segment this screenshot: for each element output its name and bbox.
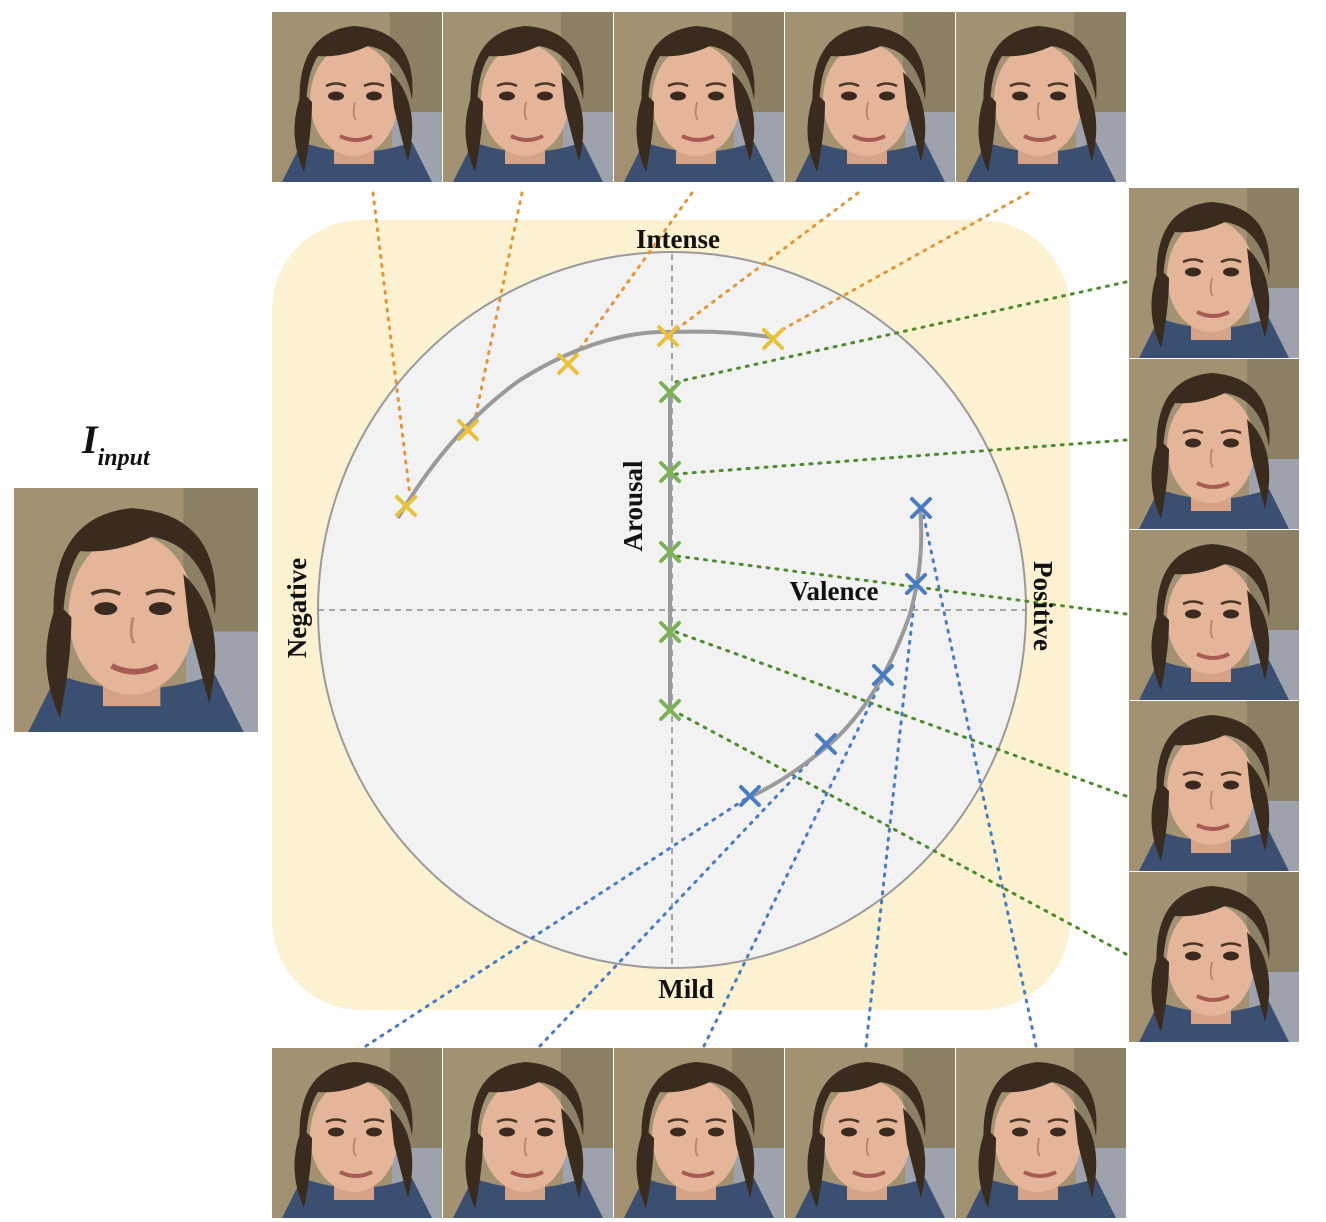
axis-label-bottom: Mild [658,974,714,1004]
input-label-main: I [82,417,98,462]
top-face-4 [783,10,957,184]
blue-trajectory [751,507,924,798]
yellow-trajectory [396,329,777,520]
input-label-sub: input [97,445,150,471]
orange-connectors [371,191,1030,498]
bottom-face-1 [270,1046,444,1220]
input-image-label: Iinput [82,417,150,471]
top-face-1 [270,10,444,184]
right-column-images [1127,186,1301,1044]
right-face-3 [1127,528,1301,702]
top-face-5 [954,10,1128,184]
bottom-face-4 [783,1046,957,1220]
bottom-face-3 [612,1046,786,1220]
green-connectors [674,280,1128,956]
right-face-2 [1127,357,1301,531]
axis-label-horizontal: Valence [790,576,879,606]
right-face-1 [1127,186,1301,360]
bottom-face-5 [954,1046,1128,1220]
blue-connectors [364,506,1038,1048]
right-face-4 [1127,699,1301,873]
top-face-2 [441,10,615,184]
axis-label-right: Positive [1028,561,1058,651]
axis-label-top: Intense [636,224,720,254]
right-face-5 [1127,870,1301,1044]
axis-label-left: Negative [282,558,312,658]
top-face-3 [612,10,786,184]
top-row-images [270,10,1128,184]
bottom-row-images [270,1046,1128,1220]
axis-label-vertical: Arousal [618,460,648,552]
bottom-face-2 [441,1046,615,1220]
input-face-image [14,488,258,732]
